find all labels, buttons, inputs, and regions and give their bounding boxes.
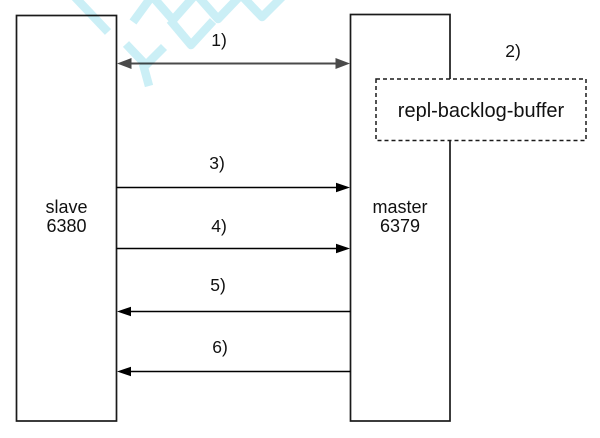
watermark-stroke-4: [122, 41, 168, 70]
step-3-label: 3): [209, 153, 225, 173]
arrow-6-head-left: [117, 366, 131, 377]
repl-backlog-buffer-box: [375, 78, 587, 142]
arrow-3-head-right: [336, 182, 350, 193]
watermark-stroke-3: [166, 17, 217, 50]
arrow-step-3: [116, 182, 350, 193]
step-5-label: 5): [210, 275, 226, 295]
watermark: [71, 0, 286, 88]
slave-node-box: [15, 14, 118, 422]
arrow-step-5: [117, 306, 351, 317]
arrow-5-head-left: [117, 306, 131, 317]
step-4-label: 4): [211, 216, 227, 236]
master-node-port: 6379: [380, 216, 420, 236]
step-2-label: 2): [505, 41, 521, 61]
watermark-stroke-1: [71, 0, 112, 35]
master-node-label: master: [372, 197, 427, 217]
slave-node-label: slave: [45, 197, 87, 217]
arrow-1-head-right: [335, 58, 350, 69]
arrow-1-head-left: [117, 58, 132, 69]
repl-backlog-buffer-label: repl-backlog-buffer: [398, 100, 565, 122]
arrow-step-1: [117, 58, 350, 69]
step-6-label: 6): [212, 337, 228, 357]
step-1-label: 1): [211, 30, 227, 50]
slave-node-port: 6380: [46, 216, 86, 236]
watermark-stroke-2: [129, 0, 286, 25]
watermark-stroke-5: [138, 62, 154, 88]
arrow-step-4: [116, 243, 350, 254]
arrow-step-6: [117, 366, 351, 377]
arrow-4-head-right: [336, 243, 350, 254]
